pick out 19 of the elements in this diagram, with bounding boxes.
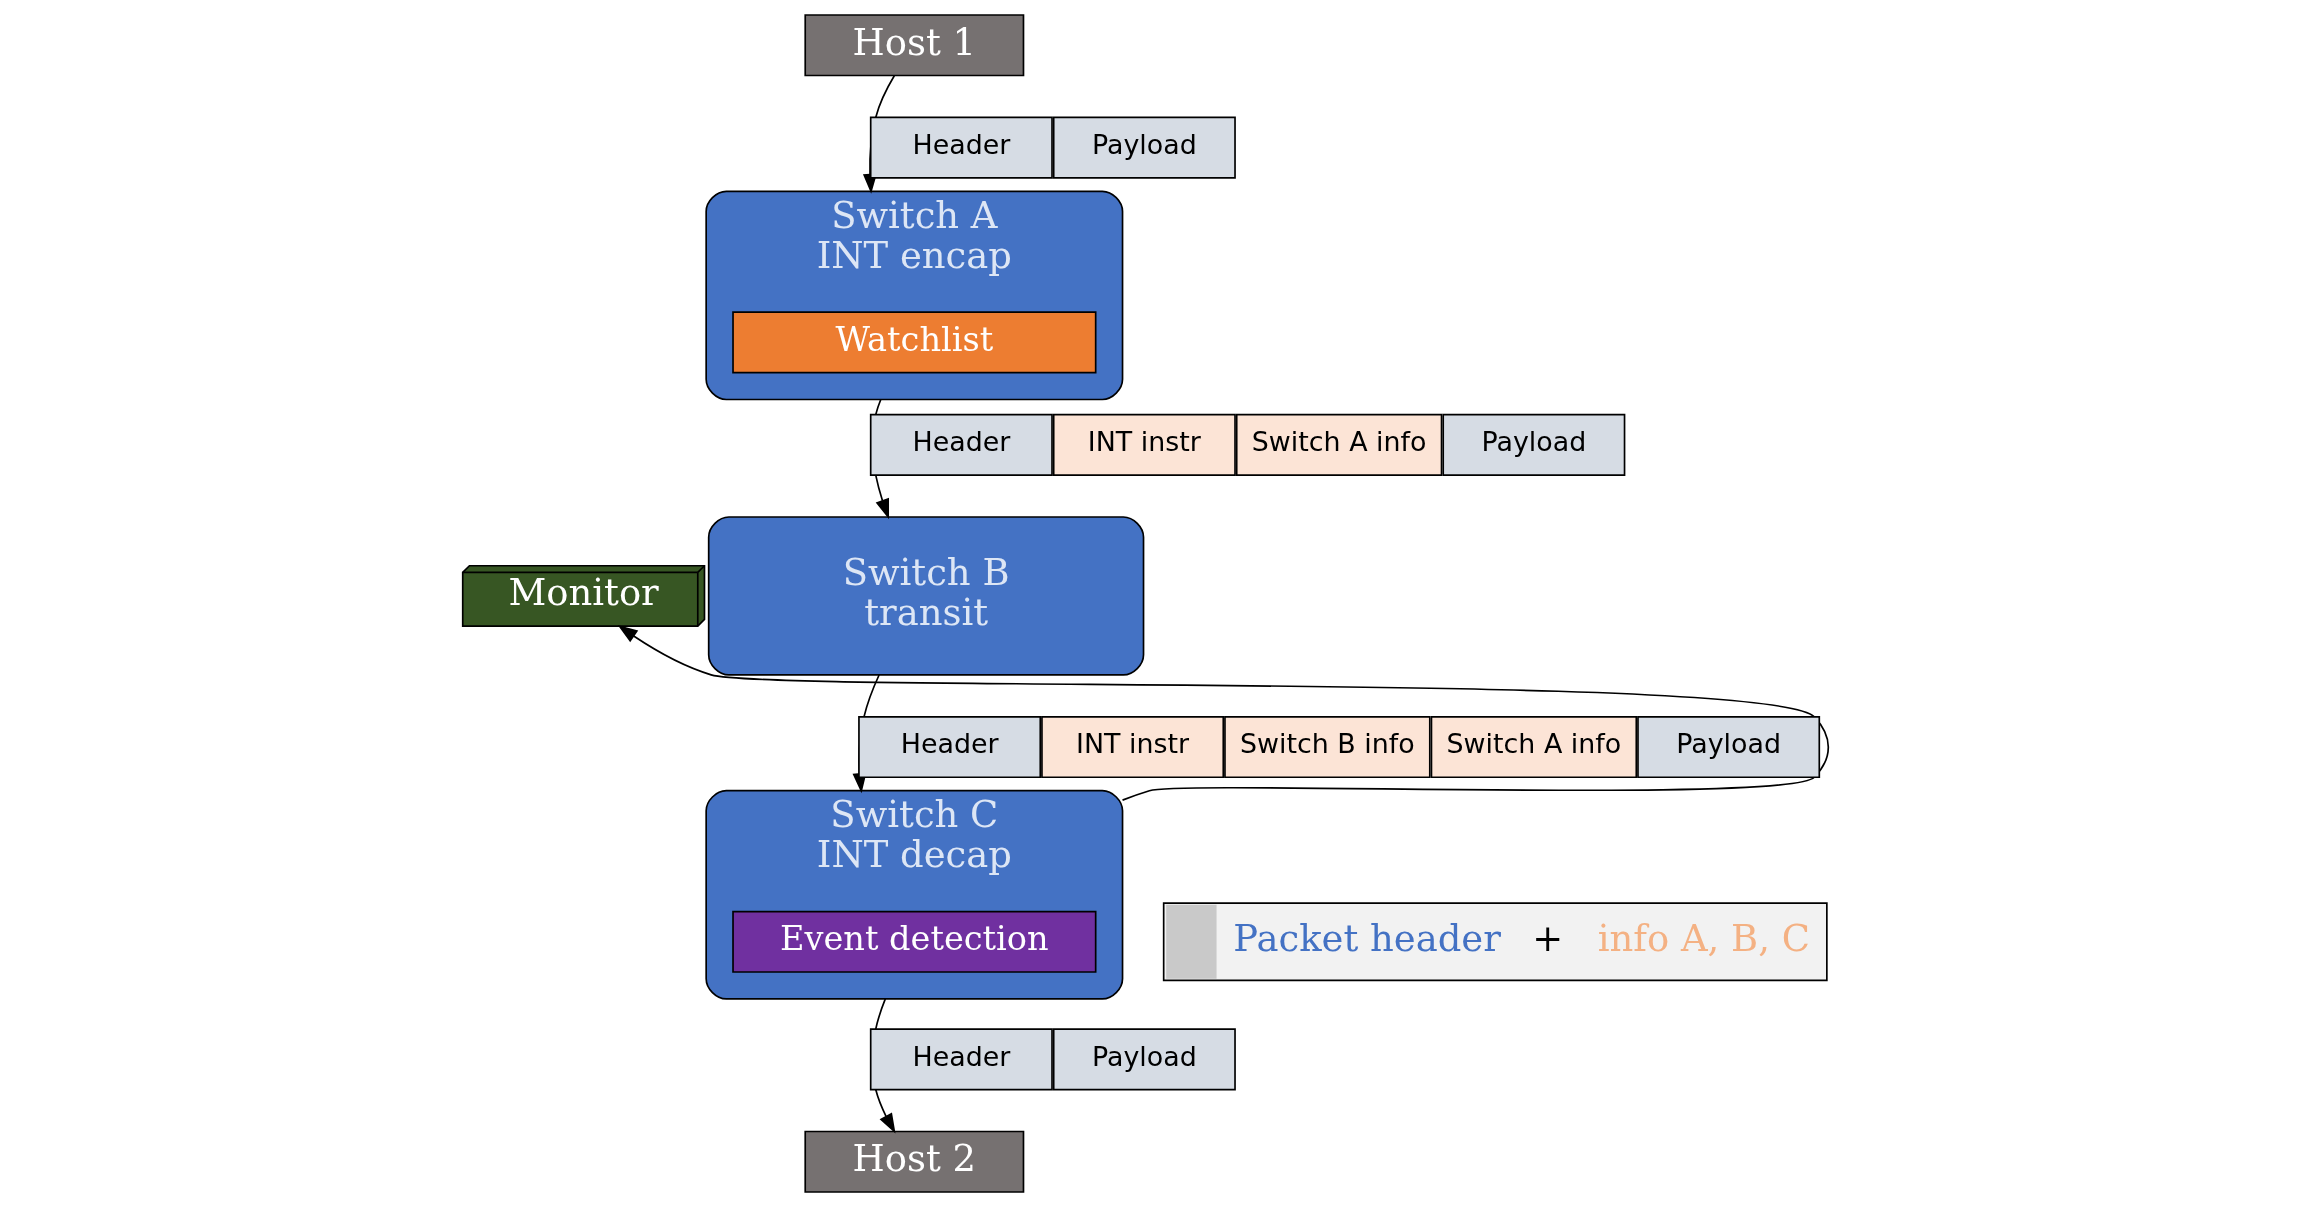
node-box: Switch A info [1430,716,1638,779]
node-box: Header [869,116,1053,179]
node-box: Payload [1052,1028,1236,1091]
node-box: INT instr [1041,716,1225,779]
node-box: Switch A info [1235,413,1443,476]
node-box: Switch B info [1224,716,1431,779]
node-box: INT instr [1052,413,1236,476]
node-box: Watchlist [732,311,1097,374]
node-box: Event detection [732,910,1097,973]
node-box: Header [858,716,1042,779]
node-box: Header [869,413,1053,476]
node-box: Host 1 [804,14,1025,77]
arrow [617,624,1830,801]
node-box: Switch B transit [707,516,1145,676]
node-box: Host 2 [804,1130,1025,1193]
node-box: Payload [1442,413,1626,476]
node-box: Payload [1052,116,1236,179]
node-box: Header [869,1028,1053,1091]
node-box: Payload [1637,716,1821,779]
